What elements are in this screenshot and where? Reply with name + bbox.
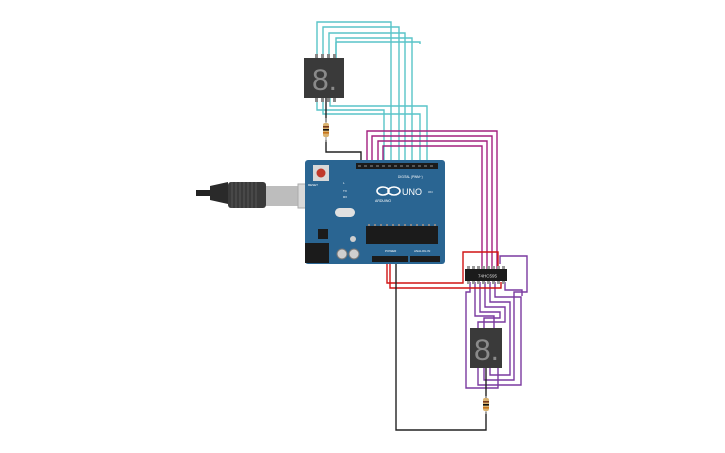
top-seven-segment-display[interactable]: 8. [304, 54, 344, 102]
arduino-logo: UNO ARDUINO [375, 186, 422, 203]
uno-brand-text: UNO [402, 187, 422, 197]
capacitor-2 [348, 248, 360, 260]
small-capacitor [350, 236, 356, 242]
bottom-display-digit: 8. [474, 334, 499, 367]
reset-label: RESET [308, 183, 318, 187]
digital-pin-holes [358, 165, 433, 167]
arduino-logo-text: ARDUINO [375, 199, 391, 203]
analog-header-label: ANALOG IN [414, 249, 430, 253]
capacitor-1 [336, 248, 348, 260]
arduino-uno-board[interactable]: RESET DIGITAL (PWM~) L TX RX ON UNO ARDU… [305, 160, 445, 264]
magenta-wire-bundle[interactable] [366, 130, 498, 270]
shift-register-74hc595[interactable]: 74HC595 [465, 266, 507, 284]
bottom-seven-segment-display[interactable]: 8. [470, 328, 502, 368]
analog-pin-header[interactable] [410, 256, 440, 262]
power-jack[interactable] [305, 243, 329, 263]
top-resistor[interactable] [323, 118, 329, 142]
black-wire-bundle[interactable] [325, 98, 487, 431]
power-header-label: POWER [385, 249, 397, 253]
top-display-pins [315, 54, 336, 102]
crystal-oscillator [335, 208, 355, 217]
purple-wire-bundle[interactable] [465, 255, 528, 389]
on-led-label: ON [428, 190, 433, 194]
shift-register-label: 74HC595 [478, 274, 498, 279]
voltage-regulator [318, 229, 328, 239]
power-pin-header[interactable] [372, 256, 408, 262]
red-wire-bundle[interactable] [386, 251, 502, 289]
l-led-label: L [343, 181, 345, 185]
atmega-chip [366, 226, 438, 244]
top-display-digit: 8. [312, 64, 337, 97]
reset-button[interactable] [313, 165, 329, 181]
digital-header-label: DIGITAL (PWM~) [398, 175, 423, 179]
bottom-resistor[interactable] [483, 396, 489, 414]
tx-led-label: TX [343, 189, 347, 193]
chip-socket-pins [368, 224, 436, 226]
rx-led-label: RX [343, 195, 347, 199]
